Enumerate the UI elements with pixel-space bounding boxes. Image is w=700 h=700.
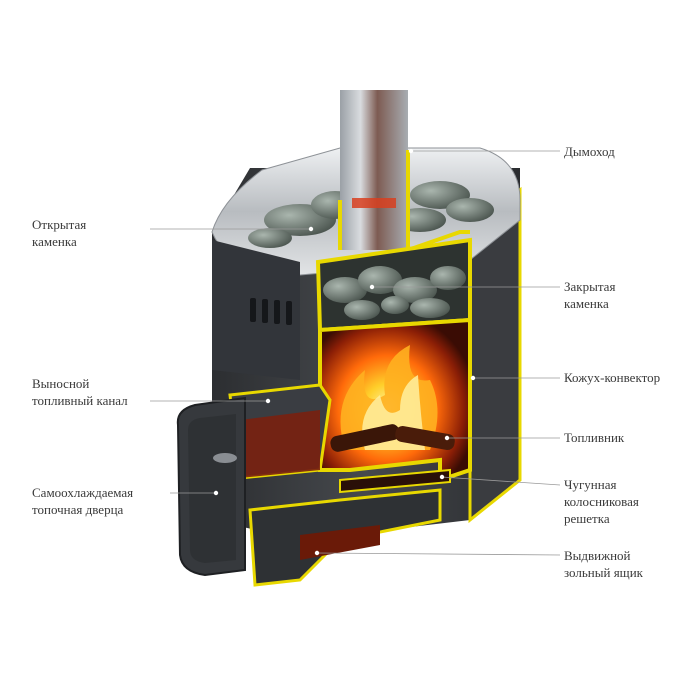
label-closed-heater: Закрытая каменка bbox=[564, 279, 616, 311]
label-convector-casing: Кожух-конвектор bbox=[564, 370, 661, 385]
label-self-cooling-door: Самоохлаждаемая топочная дверца bbox=[32, 485, 134, 517]
label-open-heater: Открытая каменка bbox=[32, 217, 87, 249]
label-ash-drawer: Выдвижной зольный ящик bbox=[564, 548, 643, 580]
cast-iron-grate bbox=[339, 468, 451, 494]
label-remote-fuel-channel: Выносной топливный канал bbox=[32, 376, 128, 408]
chimney-pipe bbox=[340, 90, 408, 250]
vent-slots bbox=[250, 298, 292, 325]
logs bbox=[330, 424, 455, 452]
label-chimney: Дымоход bbox=[564, 144, 615, 159]
leader-dots bbox=[213, 148, 476, 556]
leader-lines bbox=[150, 150, 561, 556]
label-firebox: Топливник bbox=[564, 430, 625, 445]
label-cast-iron-grate: Чугунная колосниковая решетка bbox=[564, 477, 639, 526]
door-handle-icon bbox=[213, 453, 237, 463]
